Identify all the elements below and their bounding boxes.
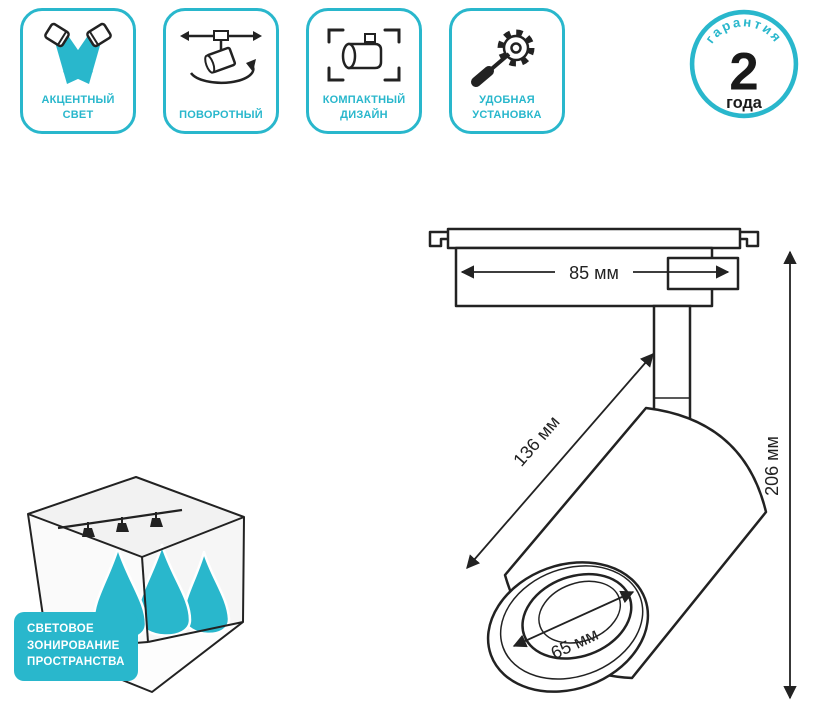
dimension-body-length-label: 136 мм — [509, 412, 563, 470]
dimension-adapter-width-label: 85 мм — [569, 263, 619, 283]
feature-badge-rotatable: ПОВОРОТНЫЙ — [163, 8, 279, 134]
track-mini-light — [82, 522, 95, 537]
track-mini-light — [150, 512, 163, 527]
warranty-badge-graphic: гарантия 2 года — [689, 9, 799, 119]
warranty-number: 2 — [729, 42, 758, 101]
compact-design-icon — [327, 28, 401, 82]
warranty-badge: гарантия 2 года — [688, 8, 800, 120]
zoning-label-badge: СВЕТОВОЕ ЗОНИРОВАНИЕ ПРОСТРАНСТВА — [14, 612, 138, 682]
dimension-total-height-label: 206 мм — [762, 436, 782, 496]
badge-label-accent-light: АКЦЕНТНЫЙ СВЕТ — [41, 94, 115, 121]
ceiling-track — [57, 508, 183, 537]
warranty-unit: года — [726, 94, 763, 112]
dimension-total-height: 206 мм — [762, 250, 797, 700]
badge-label-rotatable: ПОВОРОТНЫЙ — [179, 108, 263, 121]
track-mini-light — [116, 517, 129, 532]
feature-badge-accent-light: АКЦЕНТНЫЙ СВЕТ — [20, 8, 136, 134]
easy-install-icon — [471, 29, 535, 88]
feature-badge-easy-install: УДОБНАЯ УСТАНОВКА — [449, 8, 565, 134]
feature-badges-row: АКЦЕНТНЫЙ СВЕТ — [20, 8, 565, 134]
dimension-adapter-width: 85 мм — [460, 258, 730, 285]
badge-label-easy-install: УДОБНАЯ УСТАНОВКА — [472, 94, 542, 121]
badge-label-compact-design: КОМПАКТНЫЙ ДИЗАЙН — [322, 94, 406, 121]
rotatable-icon — [180, 30, 262, 85]
accent-light-icon — [44, 23, 112, 85]
feature-badge-compact-design: КОМПАКТНЫЙ ДИЗАЙН — [306, 8, 422, 134]
